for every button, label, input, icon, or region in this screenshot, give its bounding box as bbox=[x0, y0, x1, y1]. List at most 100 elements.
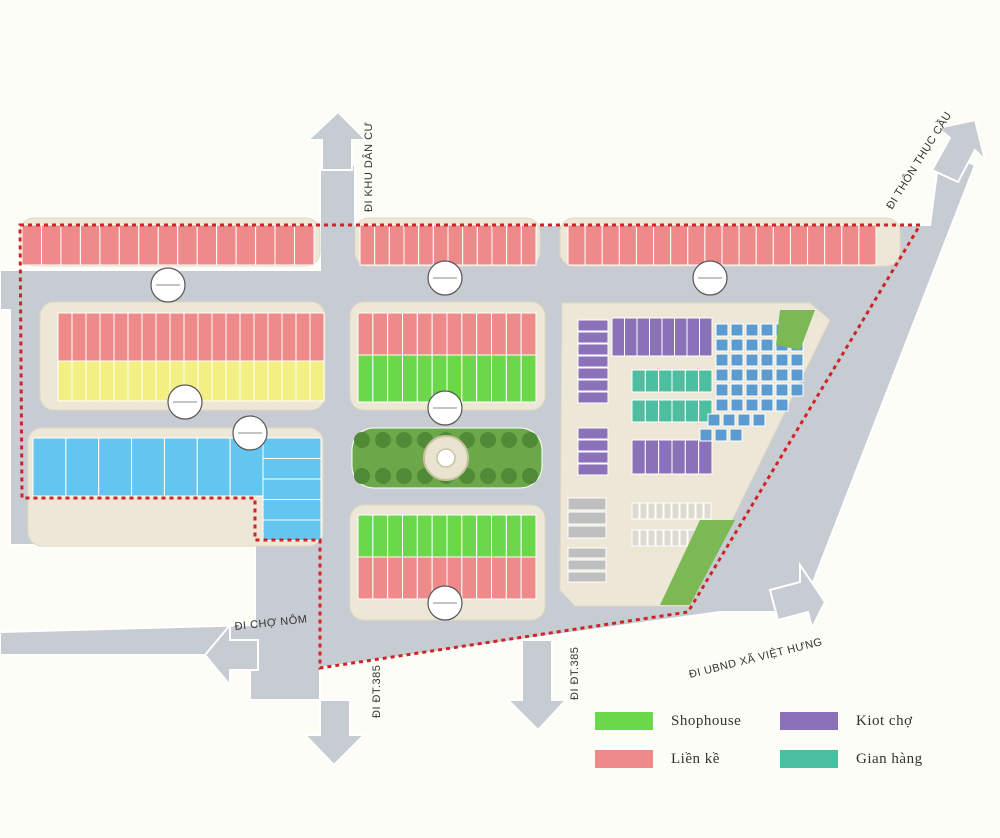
left-lower-lot bbox=[141, 360, 157, 402]
motorbike-bay bbox=[655, 502, 664, 520]
motorbike-bay bbox=[639, 529, 648, 547]
motorbike-bay bbox=[671, 502, 680, 520]
gian-hang-upper-lot bbox=[631, 369, 646, 393]
south-lower-lot bbox=[491, 556, 507, 600]
center-upper-lot bbox=[446, 312, 463, 356]
arrow-south-east-icon bbox=[768, 561, 827, 631]
motorbike-bay bbox=[639, 502, 648, 520]
top-left-lot bbox=[294, 224, 315, 266]
kiot-cho-lot bbox=[577, 379, 609, 392]
left-upper-lot bbox=[141, 312, 157, 362]
market-kiot-bottom-lot bbox=[684, 439, 700, 475]
south-lower-lot bbox=[520, 556, 537, 600]
market-stall bbox=[707, 413, 721, 427]
top-right-lot bbox=[772, 224, 791, 266]
market-kiot-bottom-lot bbox=[644, 439, 660, 475]
south-upper-lot bbox=[387, 514, 403, 558]
tree-icon bbox=[522, 432, 538, 448]
south-lower-lot bbox=[387, 556, 403, 600]
top-right-lot bbox=[807, 224, 826, 266]
top-right-lot bbox=[738, 224, 757, 266]
top-left-lot bbox=[196, 224, 218, 266]
kiot-cho-swatch-icon bbox=[780, 712, 838, 730]
top-left-lot bbox=[99, 224, 120, 266]
left-lower-lot bbox=[281, 360, 297, 402]
arrow-north-icon bbox=[305, 110, 369, 171]
tree-icon bbox=[480, 432, 496, 448]
left-lower-lot bbox=[71, 360, 87, 402]
kiot-cho-lot bbox=[577, 463, 609, 476]
south-lower-lot bbox=[402, 556, 418, 600]
parking-bay bbox=[567, 559, 607, 571]
kiot-cho-lot bbox=[577, 427, 609, 440]
center-upper-lot bbox=[357, 312, 374, 356]
motorbike-bay bbox=[655, 529, 664, 547]
south-lower-lot bbox=[416, 556, 433, 600]
center-upper-lot bbox=[476, 312, 492, 356]
market-stall bbox=[752, 413, 766, 427]
top-left-lot bbox=[216, 224, 237, 266]
west-apartments-east-lot bbox=[262, 437, 322, 459]
top-right-lot bbox=[618, 224, 637, 266]
left-upper-lot bbox=[113, 312, 129, 362]
top-middle-lot bbox=[359, 224, 376, 266]
market-stall bbox=[715, 323, 729, 337]
shophouse-swatch-icon bbox=[595, 712, 653, 730]
top-middle-lot bbox=[476, 224, 493, 266]
west-apartments-lot bbox=[196, 437, 231, 497]
gian-hang-lower-lot bbox=[644, 399, 660, 423]
top-left-lot bbox=[235, 224, 257, 266]
market-kiot-bottom-lot bbox=[631, 439, 646, 475]
motorbike-bay bbox=[663, 529, 672, 547]
market-stall bbox=[729, 428, 743, 442]
gian-hang-upper-lot bbox=[658, 369, 673, 393]
market-kiot-bottom-lot bbox=[698, 439, 713, 475]
left-lower-lot bbox=[239, 360, 255, 402]
west-apartments-east-lot bbox=[262, 478, 322, 500]
south-upper-lot bbox=[461, 514, 478, 558]
gian-hang-lower-lot bbox=[631, 399, 646, 423]
south-upper-lot bbox=[476, 514, 492, 558]
left-lower-lot bbox=[211, 360, 227, 402]
legend-label-gian-hang: Gian hàng bbox=[856, 750, 923, 767]
parking-bay bbox=[567, 511, 607, 525]
fountain-center-icon bbox=[436, 448, 456, 468]
market-greenery bbox=[660, 520, 735, 605]
market-stall bbox=[722, 413, 736, 427]
road-label-south-east: ĐI UBND XÃ VIỆT HƯNG bbox=[688, 635, 824, 681]
market-stall bbox=[745, 383, 759, 397]
road-label-north: ĐI KHU DÂN CƯ bbox=[362, 122, 375, 212]
tree-icon bbox=[375, 432, 391, 448]
market-kiot-top-lot bbox=[661, 317, 675, 357]
left-upper-lot bbox=[169, 312, 185, 362]
gian-hang-swatch-icon bbox=[780, 750, 838, 768]
motorbike-bay bbox=[631, 529, 640, 547]
legend-item-lien-ke: Liền kề bbox=[595, 750, 720, 768]
south-upper-lot bbox=[416, 514, 433, 558]
gian-hang-upper-lot bbox=[644, 369, 660, 393]
market-kiot-bottom-lot bbox=[658, 439, 673, 475]
top-left-lot bbox=[255, 224, 276, 266]
kiot-cho-lot bbox=[577, 451, 609, 464]
south-lower-lot bbox=[505, 556, 522, 600]
kiot-cho-lot bbox=[577, 319, 609, 332]
kiot-cho-lot bbox=[577, 343, 609, 356]
market-kiot-top-lot bbox=[611, 317, 625, 357]
south-upper-lot bbox=[505, 514, 522, 558]
lots-layer bbox=[21, 224, 877, 600]
center-lower-lot bbox=[461, 354, 478, 403]
south-upper-lot bbox=[520, 514, 537, 558]
top-left-lot bbox=[40, 224, 62, 266]
intersection-markers bbox=[150, 260, 728, 621]
market-stall bbox=[790, 353, 804, 367]
center-lower-lot bbox=[416, 354, 433, 403]
market-kiot-top-lot bbox=[636, 317, 650, 357]
left-lower-lot bbox=[253, 360, 269, 402]
center-upper-lot bbox=[402, 312, 418, 356]
market-kiot-top-lot bbox=[686, 317, 700, 357]
top-right-lot bbox=[841, 224, 860, 266]
market-stall bbox=[714, 428, 728, 442]
left-upper-lot bbox=[225, 312, 241, 362]
kiot-cho-lot bbox=[577, 367, 609, 380]
